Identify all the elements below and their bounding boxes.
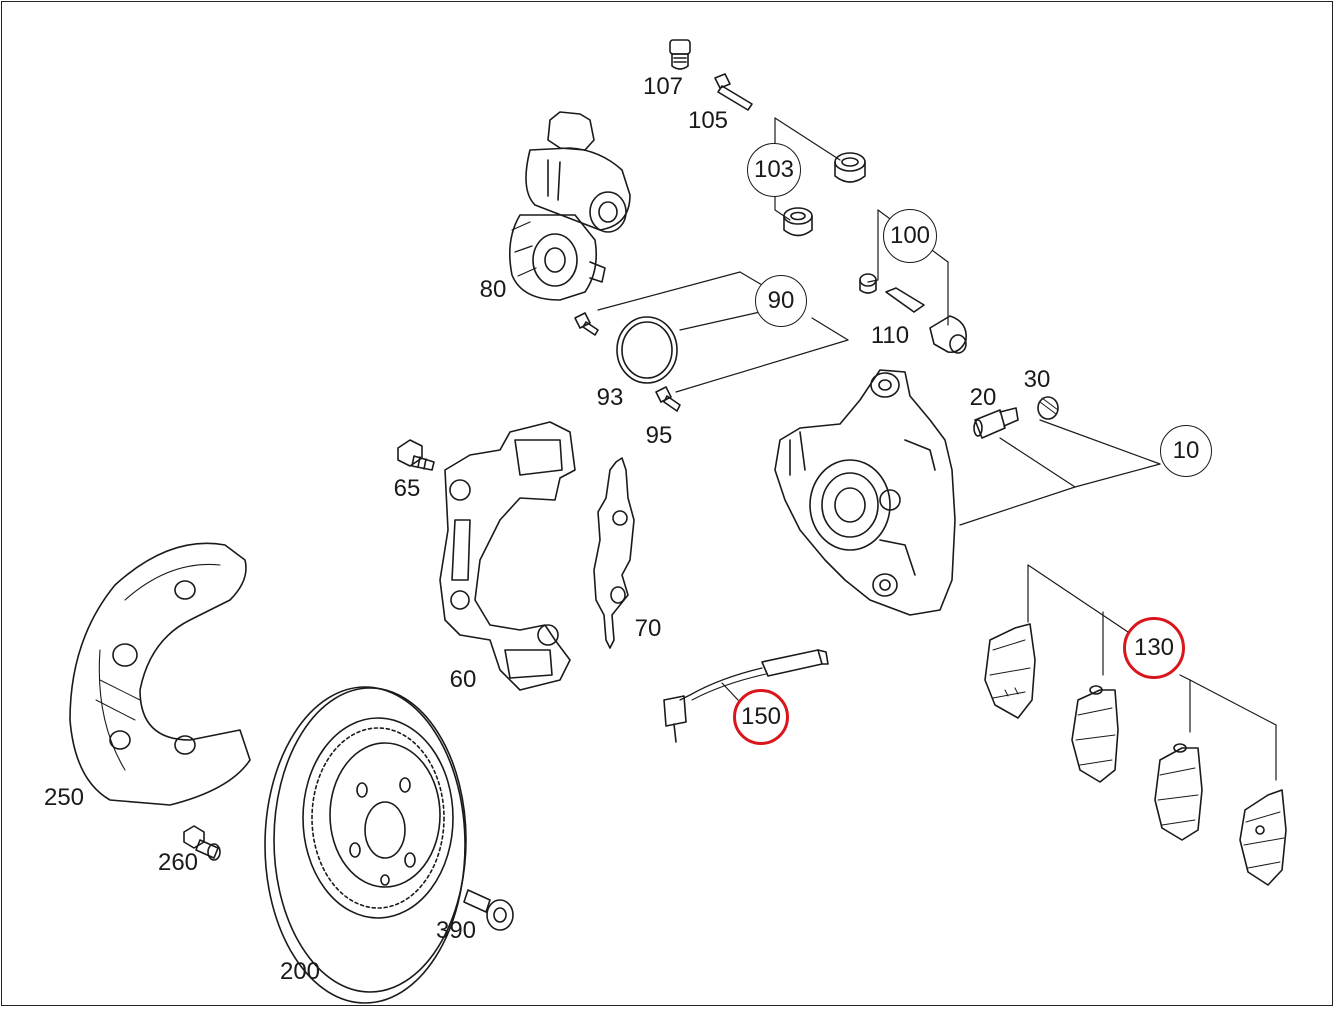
carrier-bracket-60-drawing xyxy=(439,421,576,691)
screw-390-drawing xyxy=(463,889,514,931)
wear-sensor-150-drawing xyxy=(663,649,829,743)
guide-pin-100-drawing xyxy=(859,273,967,354)
part-label-70: 70 xyxy=(634,615,662,642)
brake-pad-2 xyxy=(1071,685,1119,783)
part-label-107: 107 xyxy=(642,73,684,100)
brake-pad-3 xyxy=(1154,743,1203,841)
brake-pads-130-drawing xyxy=(984,623,1287,886)
part-label-95: 95 xyxy=(645,422,673,449)
highlighted-callout-130: 130 xyxy=(1123,617,1185,679)
part-label-200: 200 xyxy=(279,958,321,985)
part-label-80: 80 xyxy=(479,276,507,303)
part-label-110: 110 xyxy=(870,322,910,349)
part-label-105: 105 xyxy=(687,107,729,134)
highlighted-callout-150: 150 xyxy=(733,689,789,745)
caliper-10-drawing xyxy=(774,369,956,616)
dust-shield-250-drawing xyxy=(69,542,251,806)
bolt-107-drawing xyxy=(669,39,691,70)
part-label-20: 20 xyxy=(969,384,997,411)
part-label-260: 260 xyxy=(157,849,199,876)
bolt-260-drawing xyxy=(183,825,221,861)
part-label-250: 250 xyxy=(43,784,85,811)
motor-80-drawing xyxy=(509,111,631,301)
bleeder-20-drawing xyxy=(973,407,1019,439)
part-label-30: 30 xyxy=(1023,366,1051,393)
part-label-65: 65 xyxy=(393,475,421,502)
part-label-93: 93 xyxy=(596,384,624,411)
screw-95-drawing xyxy=(574,312,681,412)
part-callout-10: 10 xyxy=(1160,425,1212,477)
part-callout-100: 100 xyxy=(883,209,937,263)
spring-70-drawing xyxy=(593,457,635,649)
brake-pad-4 xyxy=(1239,789,1287,886)
cap-103-drawing xyxy=(783,152,866,237)
cap-30-drawing xyxy=(1037,396,1059,420)
part-label-390: 390 xyxy=(435,917,477,944)
pin-105-drawing xyxy=(714,73,753,111)
brake-disc-200-drawing xyxy=(264,686,467,1004)
part-label-60: 60 xyxy=(449,666,477,693)
part-callout-103: 103 xyxy=(747,143,801,197)
leader-lines xyxy=(597,117,1277,781)
o-ring-93-drawing xyxy=(616,316,678,384)
bolt-65-drawing xyxy=(397,439,435,471)
part-callout-90: 90 xyxy=(755,275,807,327)
brake-pad-1 xyxy=(984,623,1036,719)
